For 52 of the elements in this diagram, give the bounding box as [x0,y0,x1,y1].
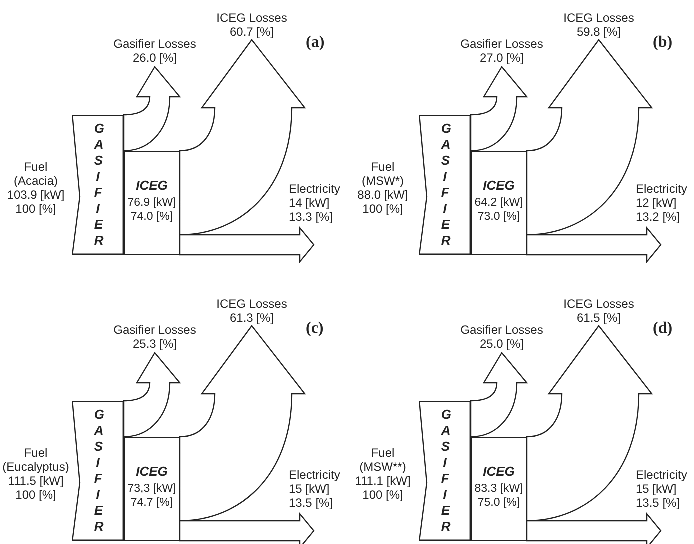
process-box [471,151,527,255]
output-label: Electricity 15 [kW] 13.5 [%] [289,468,347,510]
output-label: Gasifier Losses 26.0 [%] [107,37,203,65]
output-label: Electricity 15 [kW] 13.5 [%] [636,468,694,510]
block-title: GASIFIER [94,407,102,535]
output-label: Gasifier Losses 25.0 [%] [454,323,550,351]
flow-arrow [526,39,653,236]
flow-arrow [526,325,653,522]
input-label: Fuel (MSW*) 88.0 [kW] 100 [%] [356,160,410,216]
flow-arrow [123,352,181,438]
block-value: 76.9 [kW] 74.0 [%] [126,196,178,224]
flow-arrow [179,226,315,264]
output-label: Gasifier Losses 25.3 [%] [107,323,203,351]
panel-label: (c) [306,320,324,338]
block-title: GASIFIER [441,121,449,249]
block-value: 73,3 [kW] 74.7 [%] [126,482,178,510]
panel-label: (a) [306,34,325,52]
output-label: Gasifier Losses 27.0 [%] [454,37,550,65]
flow-arrow [123,66,181,152]
flow-arrow [179,325,306,522]
flow-arrow [470,66,528,152]
block-title: GASIFIER [441,407,449,535]
flow-arrow [526,512,662,544]
block-title: ICEG [483,464,515,480]
process-box [124,437,180,541]
process-box [124,151,180,255]
output-label: ICEG Losses 61.5 [%] [554,297,644,325]
process-block [419,401,471,541]
output-label: ICEG Losses 61.3 [%] [207,297,297,325]
block-title: ICEG [136,464,168,480]
output-label: Electricity 12 [kW] 13.2 [%] [636,182,694,224]
panel-label: (b) [653,34,673,52]
output-label: ICEG Losses 60.7 [%] [207,11,297,39]
process-box [471,437,527,541]
block-value: 64.2 [kW] 73.0 [%] [474,196,524,224]
process-block [419,115,471,255]
block-title: ICEG [136,178,168,194]
input-label: Fuel (MSW**) 111.1 [kW] 100 [%] [354,446,412,502]
block-title: ICEG [483,178,515,194]
block-value: 83.3 [kW] 75.0 [%] [474,482,524,510]
flow-arrow [526,226,662,264]
output-label: ICEG Losses 59.8 [%] [554,11,644,39]
process-block [72,115,124,255]
input-label: Fuel (Acacia) 103.9 [kW] 100 [%] [6,160,66,216]
output-label: Electricity 14 [kW] 13.3 [%] [289,182,347,224]
panel-label: (d) [653,320,673,338]
block-title: GASIFIER [94,121,102,249]
flow-arrow [179,512,315,544]
flow-arrow [179,39,306,236]
process-block [72,401,124,541]
input-label: Fuel (Eucalyptus) 111.5 [kW] 100 [%] [2,446,70,502]
flow-arrow [470,352,528,438]
